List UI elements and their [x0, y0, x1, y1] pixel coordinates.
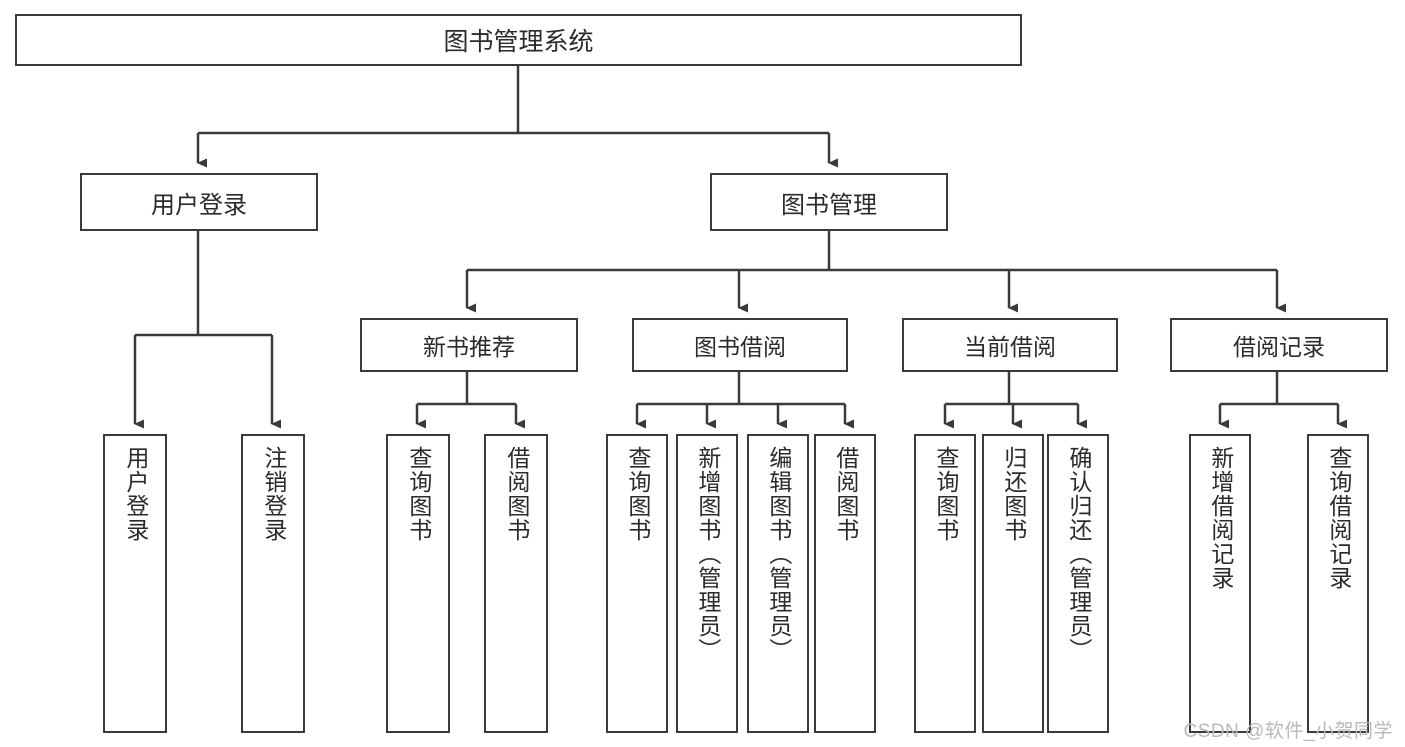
node-book-borrow[interactable]: 图书借阅	[632, 318, 848, 372]
node-book-management[interactable]: 图书管理	[710, 173, 948, 231]
leaf-label: 用户登录	[122, 446, 149, 542]
leaf-user-login-signin[interactable]: 用户登录	[103, 434, 167, 733]
leaf-user-login-signout[interactable]: 注销登录	[241, 434, 305, 733]
leaf-current-return-book[interactable]: 归还图书	[982, 434, 1044, 733]
leaf-label: 确认归还（管理员）	[1065, 446, 1092, 662]
leaf-records-query-record[interactable]: 查询借阅记录	[1307, 434, 1369, 733]
leaf-borrow-edit-book-admin[interactable]: 编辑图书（管理员）	[747, 434, 809, 733]
leaf-borrow-borrow-book[interactable]: 借阅图书	[814, 434, 876, 733]
leaf-label: 查询图书	[932, 446, 959, 542]
leaf-label: 查询借阅记录	[1325, 446, 1352, 590]
node-book-borrow-label: 图书借阅	[694, 334, 786, 360]
leaf-label: 新增图书（管理员）	[694, 446, 721, 662]
leaf-new-book-query[interactable]: 查询图书	[386, 434, 450, 733]
leaf-label: 借阅图书	[503, 446, 530, 542]
node-new-book-recommend[interactable]: 新书推荐	[360, 318, 578, 372]
leaf-label: 借阅图书	[832, 446, 859, 542]
leaf-new-book-borrow[interactable]: 借阅图书	[484, 434, 548, 733]
leaf-borrow-add-book-admin[interactable]: 新增图书（管理员）	[676, 434, 738, 733]
leaf-borrow-query-book[interactable]: 查询图书	[606, 434, 668, 733]
node-book-management-label: 图书管理	[781, 191, 877, 219]
node-user-login[interactable]: 用户登录	[80, 173, 318, 231]
node-borrow-records-label: 借阅记录	[1233, 334, 1325, 360]
leaf-label: 查询图书	[624, 446, 651, 542]
leaf-label: 归还图书	[1000, 446, 1027, 542]
leaf-records-add-record[interactable]: 新增借阅记录	[1189, 434, 1251, 733]
watermark: CSDN @软件_小贺同学	[1183, 721, 1393, 742]
leaf-current-query-book[interactable]: 查询图书	[914, 434, 976, 733]
leaf-label: 查询图书	[405, 446, 432, 542]
leaf-current-confirm-return-admin[interactable]: 确认归还（管理员）	[1047, 434, 1109, 733]
node-root-label: 图书管理系统	[443, 28, 594, 56]
node-user-login-label: 用户登录	[151, 191, 247, 219]
leaf-label: 注销登录	[260, 446, 287, 542]
node-root[interactable]: 图书管理系统	[15, 14, 1022, 66]
node-new-book-recommend-label: 新书推荐	[423, 334, 515, 360]
leaf-label: 新增借阅记录	[1207, 446, 1234, 590]
node-current-borrow-label: 当前借阅	[964, 334, 1056, 360]
node-borrow-records[interactable]: 借阅记录	[1170, 318, 1388, 372]
leaf-label: 编辑图书（管理员）	[765, 446, 792, 662]
node-current-borrow[interactable]: 当前借阅	[902, 318, 1118, 372]
